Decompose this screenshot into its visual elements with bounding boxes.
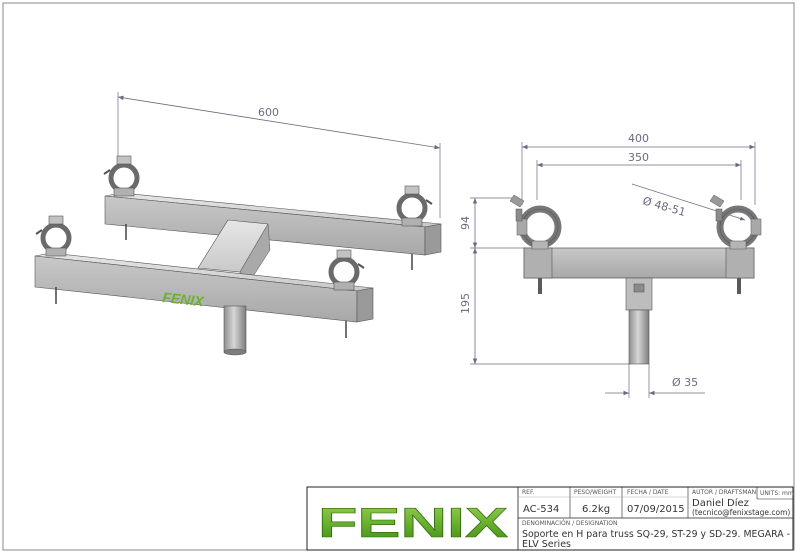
front-bolt-left — [538, 278, 542, 294]
iso-clamp-back-right — [396, 185, 433, 227]
front-post-nut — [633, 283, 645, 293]
ref-label: REF. — [522, 489, 534, 496]
dim-iso-length-label: 600 — [258, 106, 279, 119]
back-rail — [104, 192, 442, 270]
author-email: (tecnico@fenixstage.com) — [692, 508, 790, 517]
author-label: AUTOR / DRAFTSMAN — [692, 489, 756, 496]
designation-line-1: Soporte en H para truss SQ-29, ST-29 y S… — [522, 529, 790, 540]
iso-clamp-back-left — [103, 155, 140, 197]
front-rail: FENIX — [34, 252, 374, 338]
date-label: FECHA / DATE — [627, 489, 669, 496]
weight-label: PESO/WEIGHT — [574, 489, 617, 496]
date-value: 07/09/2015 — [627, 504, 685, 515]
ref-value: AC-534 — [523, 504, 559, 515]
dim-top-height: 94 — [459, 197, 525, 249]
title-block: FENIX REF. AC-534 PESO/WEIGHT 6.2kg FECH… — [306, 486, 794, 551]
dim-post-diameter-label: Ø 35 — [672, 376, 698, 389]
dim-post-height-label: 195 — [459, 293, 472, 314]
dim-top-height-label: 94 — [459, 216, 472, 230]
dim-post-diameter: Ø 35 — [605, 364, 705, 398]
weight-value: 6.2kg — [582, 504, 610, 515]
designation-label: DENOMINACIÓN / DESIGNATION — [522, 520, 617, 527]
front-post — [628, 309, 650, 365]
dim-post-height: 195 — [459, 248, 630, 365]
dim-front-outer-width: 400 — [521, 132, 756, 205]
front-clamp-left — [509, 194, 562, 250]
isometric-view: 600 FENIX — [34, 92, 442, 356]
iso-clamp-front-left — [35, 215, 72, 257]
dim-front-inner-width-label: 350 — [628, 151, 649, 164]
fenix-logo-text: FENIX — [318, 499, 508, 546]
dim-front-inner-width: 350 — [536, 151, 742, 200]
front-view: 400 350 Ø 48-51 94 195 — [459, 132, 762, 398]
front-bolt-right — [737, 278, 741, 294]
dim-front-outer-width-label: 400 — [628, 132, 649, 145]
iso-clamp-front-right — [328, 249, 365, 291]
front-post-collar — [625, 277, 653, 311]
front-beam — [523, 247, 755, 279]
dim-iso-length: 600 — [117, 92, 441, 218]
designation-line-2: ELV Series — [522, 539, 571, 550]
front-clamp-right — [709, 194, 762, 250]
author-name: Daniel Díez — [692, 497, 749, 509]
units-label: UNITS: mm — [760, 490, 794, 497]
iso-post — [223, 305, 247, 356]
front-beam-right-end — [725, 247, 755, 279]
fenix-logo: FENIX — [318, 499, 509, 547]
product-label: FENIX — [162, 289, 206, 309]
front-beam-left-end — [523, 247, 553, 279]
dim-clamp-diameter-label: Ø 48-51 — [641, 194, 687, 219]
